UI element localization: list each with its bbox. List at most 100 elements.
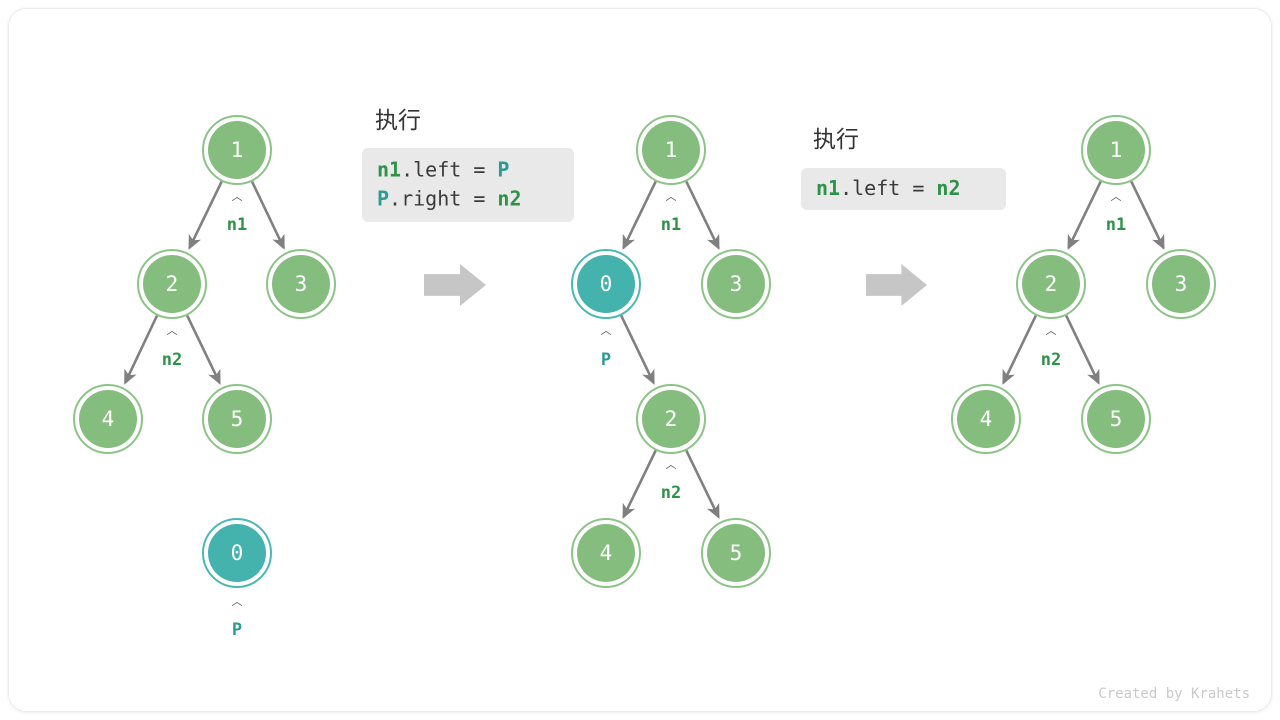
node-value: 5 [231, 407, 244, 431]
tree-node: 0 [202, 518, 272, 588]
tree-step-step-1: ︿ n1 ︿ n2 ︿ P 1 2 3 4 5 0 [73, 115, 336, 640]
tree-node: 2 [636, 384, 706, 454]
node-outer-ring [137, 249, 207, 319]
tree-node: 1 [1081, 115, 1151, 185]
tree-edge [685, 449, 720, 519]
pointer-n2: n2 [1041, 350, 1061, 370]
pointer-n1: n1 [227, 215, 247, 235]
tree-node: 3 [266, 249, 336, 319]
node-outer-ring [1016, 249, 1086, 319]
tree-node: 3 [1146, 249, 1216, 319]
pointer-n2: n2 [162, 350, 182, 370]
tree-node: 5 [701, 518, 771, 588]
node-value: 2 [665, 407, 678, 431]
node-circle [1087, 390, 1145, 448]
node-outer-ring [266, 249, 336, 319]
code-token: n2 [936, 176, 960, 200]
code-token: n2 [497, 186, 521, 210]
tree-edge [685, 180, 720, 250]
pointer-caret-icon: ︿ [167, 324, 178, 337]
node-outer-ring [636, 384, 706, 454]
pointer-caret-icon: ︿ [232, 190, 243, 203]
tree-edge [188, 180, 223, 250]
exec-label: 执行 [813, 126, 859, 152]
tree-node: 4 [951, 384, 1021, 454]
node-circle [577, 255, 635, 313]
node-value: 0 [231, 541, 244, 565]
tree-node: 4 [73, 384, 143, 454]
pointer-p: P [601, 350, 611, 370]
node-circle [1152, 255, 1210, 313]
node-value: 2 [1045, 272, 1058, 296]
code-block-background [362, 148, 574, 222]
code-line: n1.left = n2 [816, 176, 961, 200]
node-circle [707, 524, 765, 582]
pointer-caret-icon: ︿ [1046, 324, 1057, 337]
code-token: P [497, 157, 509, 181]
node-circle [1087, 121, 1145, 179]
node-outer-ring [202, 518, 272, 588]
pointer-caret-icon: ︿ [666, 458, 677, 471]
node-circle [642, 121, 700, 179]
node-circle [143, 255, 201, 313]
node-circle [957, 390, 1015, 448]
tree-node: 2 [137, 249, 207, 319]
pointer-caret-icon: ︿ [232, 595, 243, 608]
code-token: .right = [389, 186, 497, 210]
node-circle [208, 524, 266, 582]
node-outer-ring [701, 249, 771, 319]
step-transition-arrow [424, 264, 486, 306]
code-line: n1.left = P [377, 157, 509, 181]
step-transition-arrow [866, 264, 927, 306]
node-outer-ring [571, 518, 641, 588]
tree-node: 5 [202, 384, 272, 454]
node-circle [1022, 255, 1080, 313]
node-outer-ring [701, 518, 771, 588]
tree-edge [1002, 314, 1037, 385]
node-outer-ring [202, 115, 272, 185]
node-outer-ring [202, 384, 272, 454]
node-circle [208, 121, 266, 179]
node-circle [272, 255, 330, 313]
tree-node: 0 [571, 249, 641, 319]
node-value: 5 [1110, 407, 1123, 431]
node-value: 4 [980, 407, 993, 431]
pointer-caret-icon: ︿ [1111, 190, 1122, 203]
node-outer-ring [1081, 115, 1151, 185]
node-value: 1 [231, 138, 244, 162]
exec-label: 执行 [375, 107, 421, 133]
code-token: .left = [401, 157, 497, 181]
node-outer-ring [951, 384, 1021, 454]
node-circle [577, 524, 635, 582]
node-value: 0 [600, 272, 613, 296]
tree-node: 5 [1081, 384, 1151, 454]
pointer-caret-icon: ︿ [601, 324, 612, 337]
pointer-n1: n1 [661, 215, 681, 235]
pointer-caret-icon: ︿ [666, 190, 677, 203]
credit-text: Created by Krahets [1098, 686, 1250, 702]
tree-edge [123, 315, 159, 385]
pointer-n1: n1 [1106, 215, 1126, 235]
tree-edge [622, 180, 657, 250]
code-token: P [377, 186, 389, 210]
pointer-n2: n2 [661, 483, 681, 503]
code-line: P.right = n2 [377, 186, 522, 210]
node-circle [707, 255, 765, 313]
node-value: 2 [166, 272, 179, 296]
node-value: 4 [102, 407, 115, 431]
pointer-p: P [232, 620, 242, 640]
node-outer-ring [1146, 249, 1216, 319]
tree-edge [186, 314, 221, 385]
node-value: 4 [600, 541, 613, 565]
tree-edge [622, 449, 657, 519]
code-token: n1 [377, 157, 401, 181]
node-circle [642, 390, 700, 448]
tree-step-step-3: 执行 n1.left = n2 ︿ n1 ︿ n2 1 2 3 4 5 [801, 115, 1216, 454]
tree-node: 1 [636, 115, 706, 185]
tree-node: 2 [1016, 249, 1086, 319]
tree-edge [1067, 180, 1102, 250]
tree-node: 1 [202, 115, 272, 185]
